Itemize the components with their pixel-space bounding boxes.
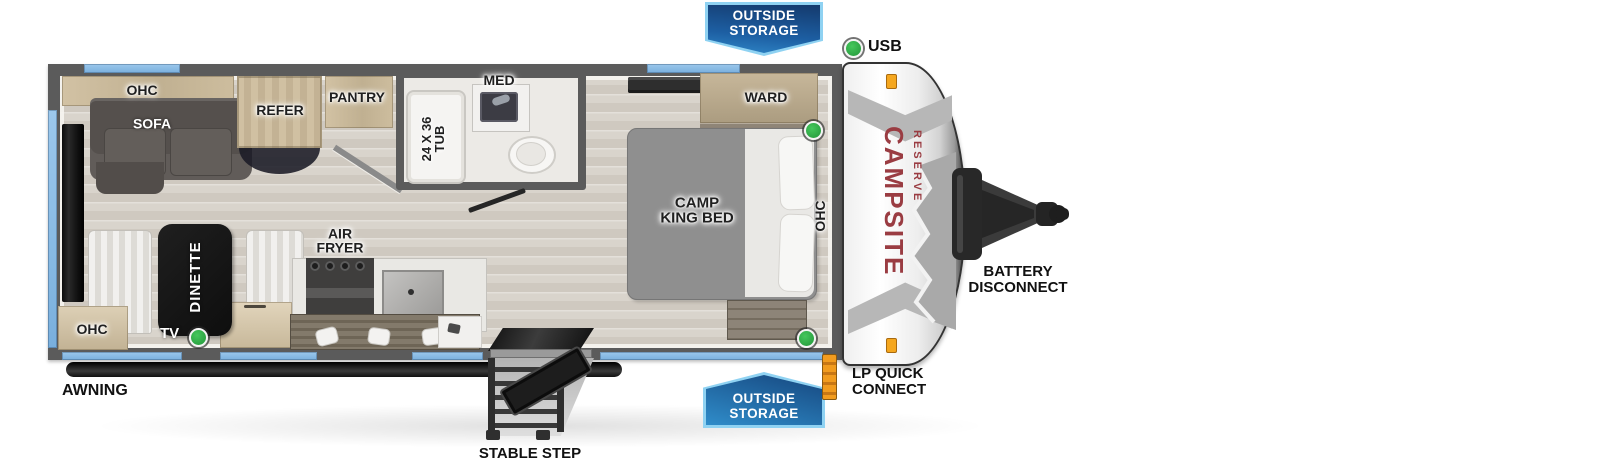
burner-icon xyxy=(325,261,335,271)
air-fryer-line2: FRYER xyxy=(316,240,364,256)
clearance-marker xyxy=(886,338,897,353)
tv-panel xyxy=(62,124,84,302)
med-cabinet-label: MED xyxy=(483,71,515,88)
wardrobe xyxy=(700,73,818,123)
window xyxy=(600,352,823,360)
lp-quick-connect-line2: CONNECT xyxy=(852,381,927,399)
window xyxy=(647,64,740,73)
wardrobe-label: WARD xyxy=(744,88,788,105)
dinette-table xyxy=(158,224,232,336)
brand-name-vertical: CAMPSITE xyxy=(879,126,909,277)
sofa-chaise xyxy=(96,162,164,194)
dinette-label: DINETTE xyxy=(187,241,205,313)
green-indicator-dot xyxy=(797,329,816,348)
ohc-dinette-label: OHC xyxy=(76,320,108,337)
tub-label: 24 X 36 TUB xyxy=(419,117,447,162)
outside-storage-line1: OUTSIDE xyxy=(732,391,796,406)
window xyxy=(48,110,57,348)
front-cap: CAMPSITE RESERVE xyxy=(842,62,966,366)
refer-label: REFER xyxy=(256,101,304,118)
lp-quick-connect-label: LP QUICK CONNECT xyxy=(852,365,927,399)
awning-bar xyxy=(66,362,622,377)
sofa-cushion xyxy=(170,128,232,176)
awning-label: AWNING xyxy=(62,382,128,399)
burner-icon xyxy=(355,261,365,271)
burner-icon xyxy=(310,261,320,271)
green-indicator-dot xyxy=(189,328,208,347)
hitch-tongue xyxy=(952,168,1069,260)
ohc-living-label: OHC xyxy=(126,81,158,98)
sofa-label: SOFA xyxy=(132,115,172,132)
bathtub xyxy=(406,90,466,184)
ac-vent xyxy=(628,77,712,93)
pillow xyxy=(777,135,816,211)
tv-label: TV xyxy=(160,325,180,342)
air-fryer-line1: AIR xyxy=(327,225,353,242)
outside-storage-line2: STORAGE xyxy=(729,405,799,421)
brand-series-vertical: RESERVE xyxy=(911,130,923,204)
clearance-marker xyxy=(886,74,897,89)
overhead-cabinet-dinette xyxy=(58,306,128,350)
battery-disconnect-line1: BATTERY xyxy=(983,263,1053,280)
counter-end-cabinet xyxy=(438,316,482,348)
bed-dresser xyxy=(727,300,807,340)
battery-disconnect-line2: DISCONNECT xyxy=(968,279,1068,297)
outside-storage-label: OUTSIDE STORAGE xyxy=(705,8,823,39)
lp-connector xyxy=(822,354,837,400)
towel-roll xyxy=(366,326,392,347)
pillow xyxy=(777,213,816,293)
pantry-label: PANTRY xyxy=(329,88,385,105)
step-foot xyxy=(536,430,550,440)
window xyxy=(84,64,180,73)
entry-door-mat xyxy=(488,328,594,351)
outside-storage-badge-bottom: OUTSIDE STORAGE xyxy=(703,372,825,428)
refrigerator xyxy=(237,76,322,148)
tub-text: TUB xyxy=(432,125,447,153)
air-fryer-label: AIR FRYER xyxy=(316,225,364,256)
bed-line2: KING BED xyxy=(660,210,734,227)
outside-storage-line2: STORAGE xyxy=(729,22,799,38)
oven-band xyxy=(306,288,374,298)
stable-step-label: STABLE STEP xyxy=(478,444,582,462)
window xyxy=(220,352,317,360)
ohc-bedroom-label: OHC xyxy=(811,200,828,232)
outside-storage-badge-top: OUTSIDE STORAGE xyxy=(705,2,823,56)
cabinet-handle xyxy=(244,305,266,308)
stable-step-text: STABLE STEP xyxy=(478,444,582,462)
entry-door-sill xyxy=(490,349,592,358)
green-indicator-dot xyxy=(804,121,823,140)
pantry-cabinet xyxy=(325,76,393,128)
outside-storage-label: OUTSIDE STORAGE xyxy=(703,391,825,422)
bed-line1: CAMP xyxy=(674,194,720,212)
toilet-seat xyxy=(516,142,546,166)
usb-indicator-dot xyxy=(844,39,863,58)
usb-label: USB xyxy=(868,38,902,55)
window xyxy=(412,352,483,360)
mountain-graphic xyxy=(909,152,956,330)
burner-icon xyxy=(340,261,350,271)
step-foot xyxy=(486,430,500,440)
battery-disconnect-label: BATTERY DISCONNECT xyxy=(952,263,1084,297)
dinette-base-cabinet xyxy=(220,302,292,348)
sink-drain xyxy=(408,289,414,295)
outside-storage-line1: OUTSIDE xyxy=(732,8,796,23)
window xyxy=(62,352,182,360)
bed-label: CAMP KING BED xyxy=(660,194,734,227)
lp-quick-connect-line1: LP QUICK xyxy=(852,365,924,382)
